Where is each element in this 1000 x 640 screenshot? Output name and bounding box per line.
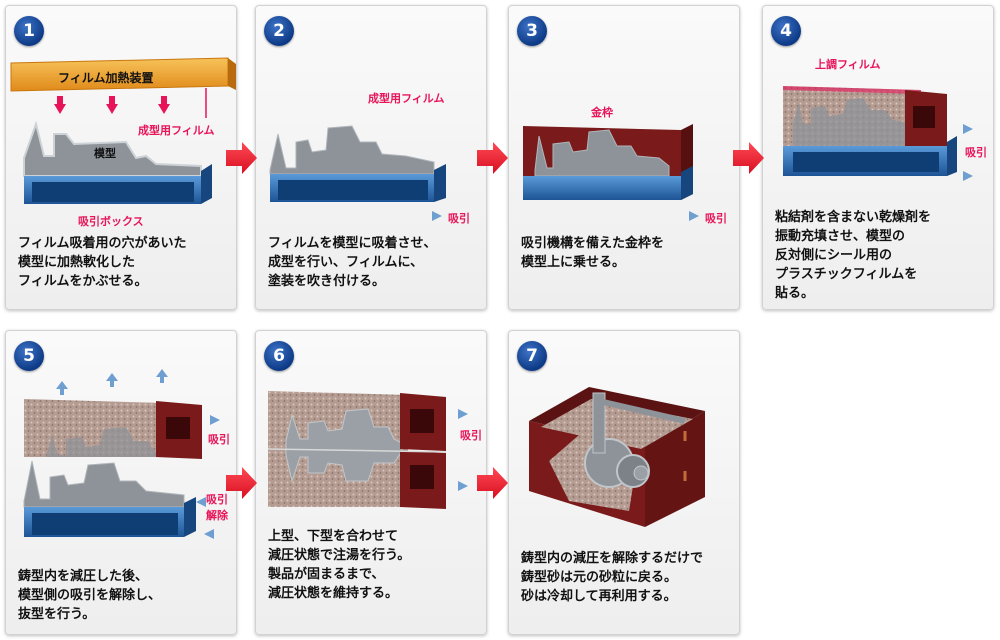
step-4-card: 4 上調フィルム 吸引 粘結剤を含まない乾燥剤を振動充填させ、模型の反対側にシー…	[762, 5, 994, 310]
step-6-card: 6 吸引 上型、下型を合わせて減圧状態で注湯を行う。製品が固まるまで、減圧状態を…	[255, 330, 487, 635]
step-7-illustration	[529, 387, 705, 527]
step-7-card: 7 鋳型内の減圧を解除するだけで鋳型砂は元の砂粒に戻る。砂は冷却して再利用する。	[508, 330, 740, 635]
suction-label: 吸引	[705, 212, 727, 225]
step-2-caption: フィルムを模型に吸着させ、成型を行い、フィルムに、塗装を吹き付ける。	[268, 236, 437, 289]
step-7-badge: 7	[517, 341, 547, 371]
flow-arrow-6-7	[477, 467, 508, 499]
step-6-illustration	[267, 391, 468, 509]
flow-arrow-1-2	[226, 142, 257, 174]
suction-label: 吸引	[460, 429, 482, 442]
step-5-illustration	[23, 369, 220, 539]
flow-arrow-5-6	[226, 467, 257, 499]
step-4-badge: 4	[771, 16, 801, 46]
release-label-line1: 吸引	[206, 493, 228, 506]
step-3-illustration	[523, 124, 699, 221]
release-label-line2: 解除	[206, 509, 228, 522]
top-film-label: 上調フィルム	[815, 58, 881, 71]
suction-label: 吸引	[448, 212, 470, 225]
step-3-card: 3 金枠 吸引 吸引機構を備えた金枠を模型上に乗せる。	[508, 5, 740, 310]
film-label: 成型用フィルム	[368, 92, 445, 105]
model-label: 模型	[94, 147, 116, 160]
step-1-card: 1 フィルム加熱装置 成型用フィルム 模型 吸引ボックス フィルム吸着用の穴があ…	[5, 5, 237, 310]
step-4-caption: 粘結剤を含まない乾燥剤を振動充填させ、模型の反対側にシール用のプラスチックフィル…	[775, 210, 932, 301]
step-5-card: 5 吸引 吸引 解除 鋳型内を減圧した後、模型側の吸引を解除し、抜型を行う。	[5, 330, 237, 635]
step-4-illustration	[783, 86, 973, 181]
step-6-caption: 上型、下型を合わせて減圧状態で注湯を行う。製品が固まるまで、減圧状態を維持する。	[268, 529, 411, 601]
step-2-card: 2 成型用フィルム 吸引 フィルムを模型に吸着させ、成型を行い、フィルムに、塗装…	[255, 5, 487, 310]
flow-arrow-2-3	[477, 142, 508, 174]
step-3-caption: 吸引機構を備えた金枠を模型上に乗せる。	[521, 236, 665, 270]
step-6-badge: 6	[264, 341, 294, 371]
suction-box-label: 吸引ボックス	[78, 215, 144, 228]
step-1-caption: フィルム吸着用の穴があいた模型に加熱軟化したフィルムをかぶせる。	[18, 236, 187, 289]
step-2-illustration	[269, 125, 446, 221]
step-5-badge: 5	[14, 341, 44, 371]
step-5-caption: 鋳型内を減圧した後、模型側の吸引を解除し、抜型を行う。	[18, 569, 162, 622]
step-2-badge: 2	[264, 16, 294, 46]
step-1-illustration	[10, 57, 236, 204]
step-3-badge: 3	[517, 16, 547, 46]
frame-label: 金枠	[591, 106, 613, 119]
suction-label: 吸引	[965, 146, 987, 159]
film-label: 成型用フィルム	[138, 124, 215, 137]
step-7-caption: 鋳型内の減圧を解除するだけで鋳型砂は元の砂粒に戻る。砂は冷却して再利用する。	[521, 551, 704, 604]
flow-arrow-3-4	[733, 142, 764, 174]
heater-label: フィルム加熱装置	[58, 71, 154, 85]
step-1-badge: 1	[14, 16, 44, 46]
suction-label: 吸引	[208, 433, 230, 446]
